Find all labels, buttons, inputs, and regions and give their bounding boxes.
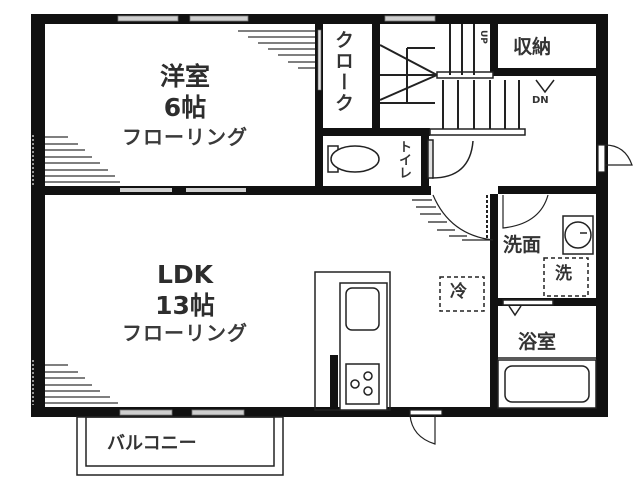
bathtub xyxy=(497,357,597,409)
western-room-label: 洋室 xyxy=(159,62,210,91)
balcony-label: バルコニー xyxy=(107,433,197,454)
fridge-marker: 冷 xyxy=(450,282,467,302)
washer-area xyxy=(439,257,589,312)
washbasin xyxy=(562,215,594,255)
ldk-door xyxy=(412,194,549,241)
entrance-door xyxy=(597,144,633,173)
balcony-structure xyxy=(76,416,284,476)
ldk-floor: フローリング xyxy=(122,321,248,345)
washroom-label: 洗面 xyxy=(503,234,542,256)
western-room-size: 6帖 xyxy=(163,93,207,122)
ldk-size: 13帖 xyxy=(155,291,215,320)
bathroom-label: 浴室 xyxy=(518,331,557,353)
hatch-marks xyxy=(45,30,315,404)
storage-label: 収納 xyxy=(513,36,552,58)
stairs-down-marker: DN xyxy=(532,95,549,106)
windows xyxy=(32,15,436,416)
closet-label: クローク xyxy=(332,30,354,114)
stairs-up-marker: UP xyxy=(478,30,488,44)
western-room-floor: フローリング xyxy=(122,125,248,149)
bottom-door xyxy=(409,409,443,445)
stairs xyxy=(379,24,555,136)
ldk-label: LDK xyxy=(156,260,214,289)
toilet-label: トイレ xyxy=(396,140,411,179)
bath-door xyxy=(502,299,554,317)
kitchen-counter xyxy=(314,271,391,411)
toilet-fixture xyxy=(327,139,474,179)
washer-marker: 洗 xyxy=(555,264,572,284)
